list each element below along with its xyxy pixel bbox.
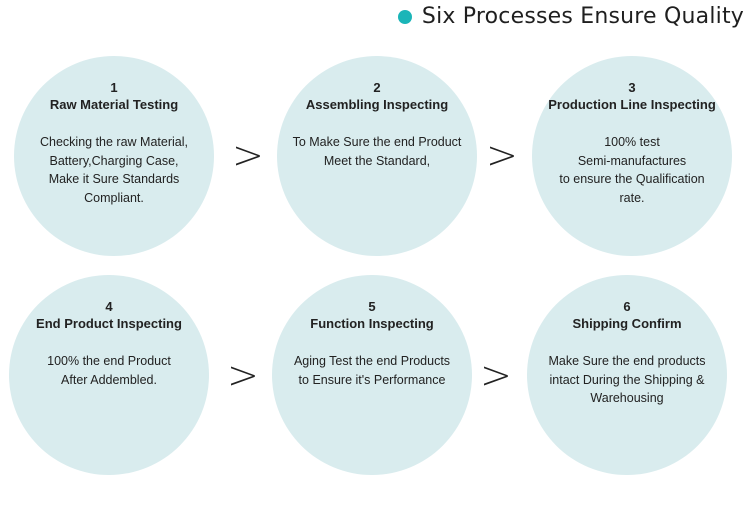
arrow-right-icon: > <box>486 133 518 177</box>
step-name: Assembling Inspecting <box>305 97 449 112</box>
step-description: To Make Sure the end Product Meet the St… <box>277 133 477 170</box>
step-description: 100% the end Product After Addembled. <box>9 352 209 389</box>
desc-line: Compliant. <box>84 190 144 205</box>
step-number: 3 <box>628 80 636 95</box>
process-step-6: 6 Shipping Confirm Make Sure the end pro… <box>527 275 727 475</box>
step-number: 1 <box>110 80 118 95</box>
process-step-2: 2 Assembling Inspecting To Make Sure the… <box>277 56 477 256</box>
step-name: Function Inspecting <box>310 316 434 331</box>
desc-line: Aging Test the end Products <box>293 354 451 368</box>
bullet-dot-icon <box>397 9 412 24</box>
desc-line: to Ensure it's Performance <box>298 372 446 387</box>
step-number: 6 <box>623 299 631 314</box>
header: Six Processes Ensure Quality <box>397 4 744 29</box>
step-number: 5 <box>368 299 376 314</box>
desc-line: Battery,Charging Case, <box>49 153 179 168</box>
desc-line: to ensure the Qualification <box>559 172 705 186</box>
desc-line: Checking the raw Material, <box>40 135 188 149</box>
desc-line: Meet the Standard, <box>323 153 431 168</box>
process-step-4: 4 End Product Inspecting 100% the end Pr… <box>9 275 209 475</box>
desc-line: Make it Sure Standards <box>48 172 180 186</box>
step-name: Production Line Inspecting <box>548 97 716 112</box>
desc-line: Semi-manufactures <box>577 153 687 168</box>
step-number: 4 <box>105 299 113 314</box>
process-step-3: 3 Production Line Inspecting 100% test S… <box>532 56 732 256</box>
process-step-1: 1 Raw Material Testing Checking the raw … <box>14 56 214 256</box>
process-step-5: 5 Function Inspecting Aging Test the end… <box>272 275 472 475</box>
step-name: End Product Inspecting <box>36 316 182 331</box>
desc-line: Warehousing <box>590 391 664 405</box>
desc-line: After Addembled. <box>61 372 157 387</box>
desc-line: 100% test <box>604 135 660 149</box>
step-description: Make Sure the end products intact During… <box>527 352 727 408</box>
step-name: Raw Material Testing <box>49 97 179 112</box>
desc-line: Make Sure the end products <box>548 354 706 368</box>
arrow-right-icon: > <box>480 353 512 397</box>
step-description: 100% test Semi-manufactures to ensure th… <box>532 133 732 207</box>
arrow-right-icon: > <box>232 133 264 177</box>
step-name: Shipping Confirm <box>572 316 682 331</box>
desc-line: To Make Sure the end Product <box>292 135 462 149</box>
step-description: Aging Test the end Products to Ensure it… <box>272 352 472 389</box>
arrow-right-icon: > <box>227 353 259 397</box>
desc-line: rate. <box>619 190 645 205</box>
desc-line: intact During the Shipping & <box>549 372 705 387</box>
desc-line: 100% the end Product <box>47 354 171 368</box>
step-number: 2 <box>373 80 381 95</box>
step-description: Checking the raw Material, Battery,Charg… <box>14 133 214 207</box>
page-title: Six Processes Ensure Quality <box>421 4 744 29</box>
